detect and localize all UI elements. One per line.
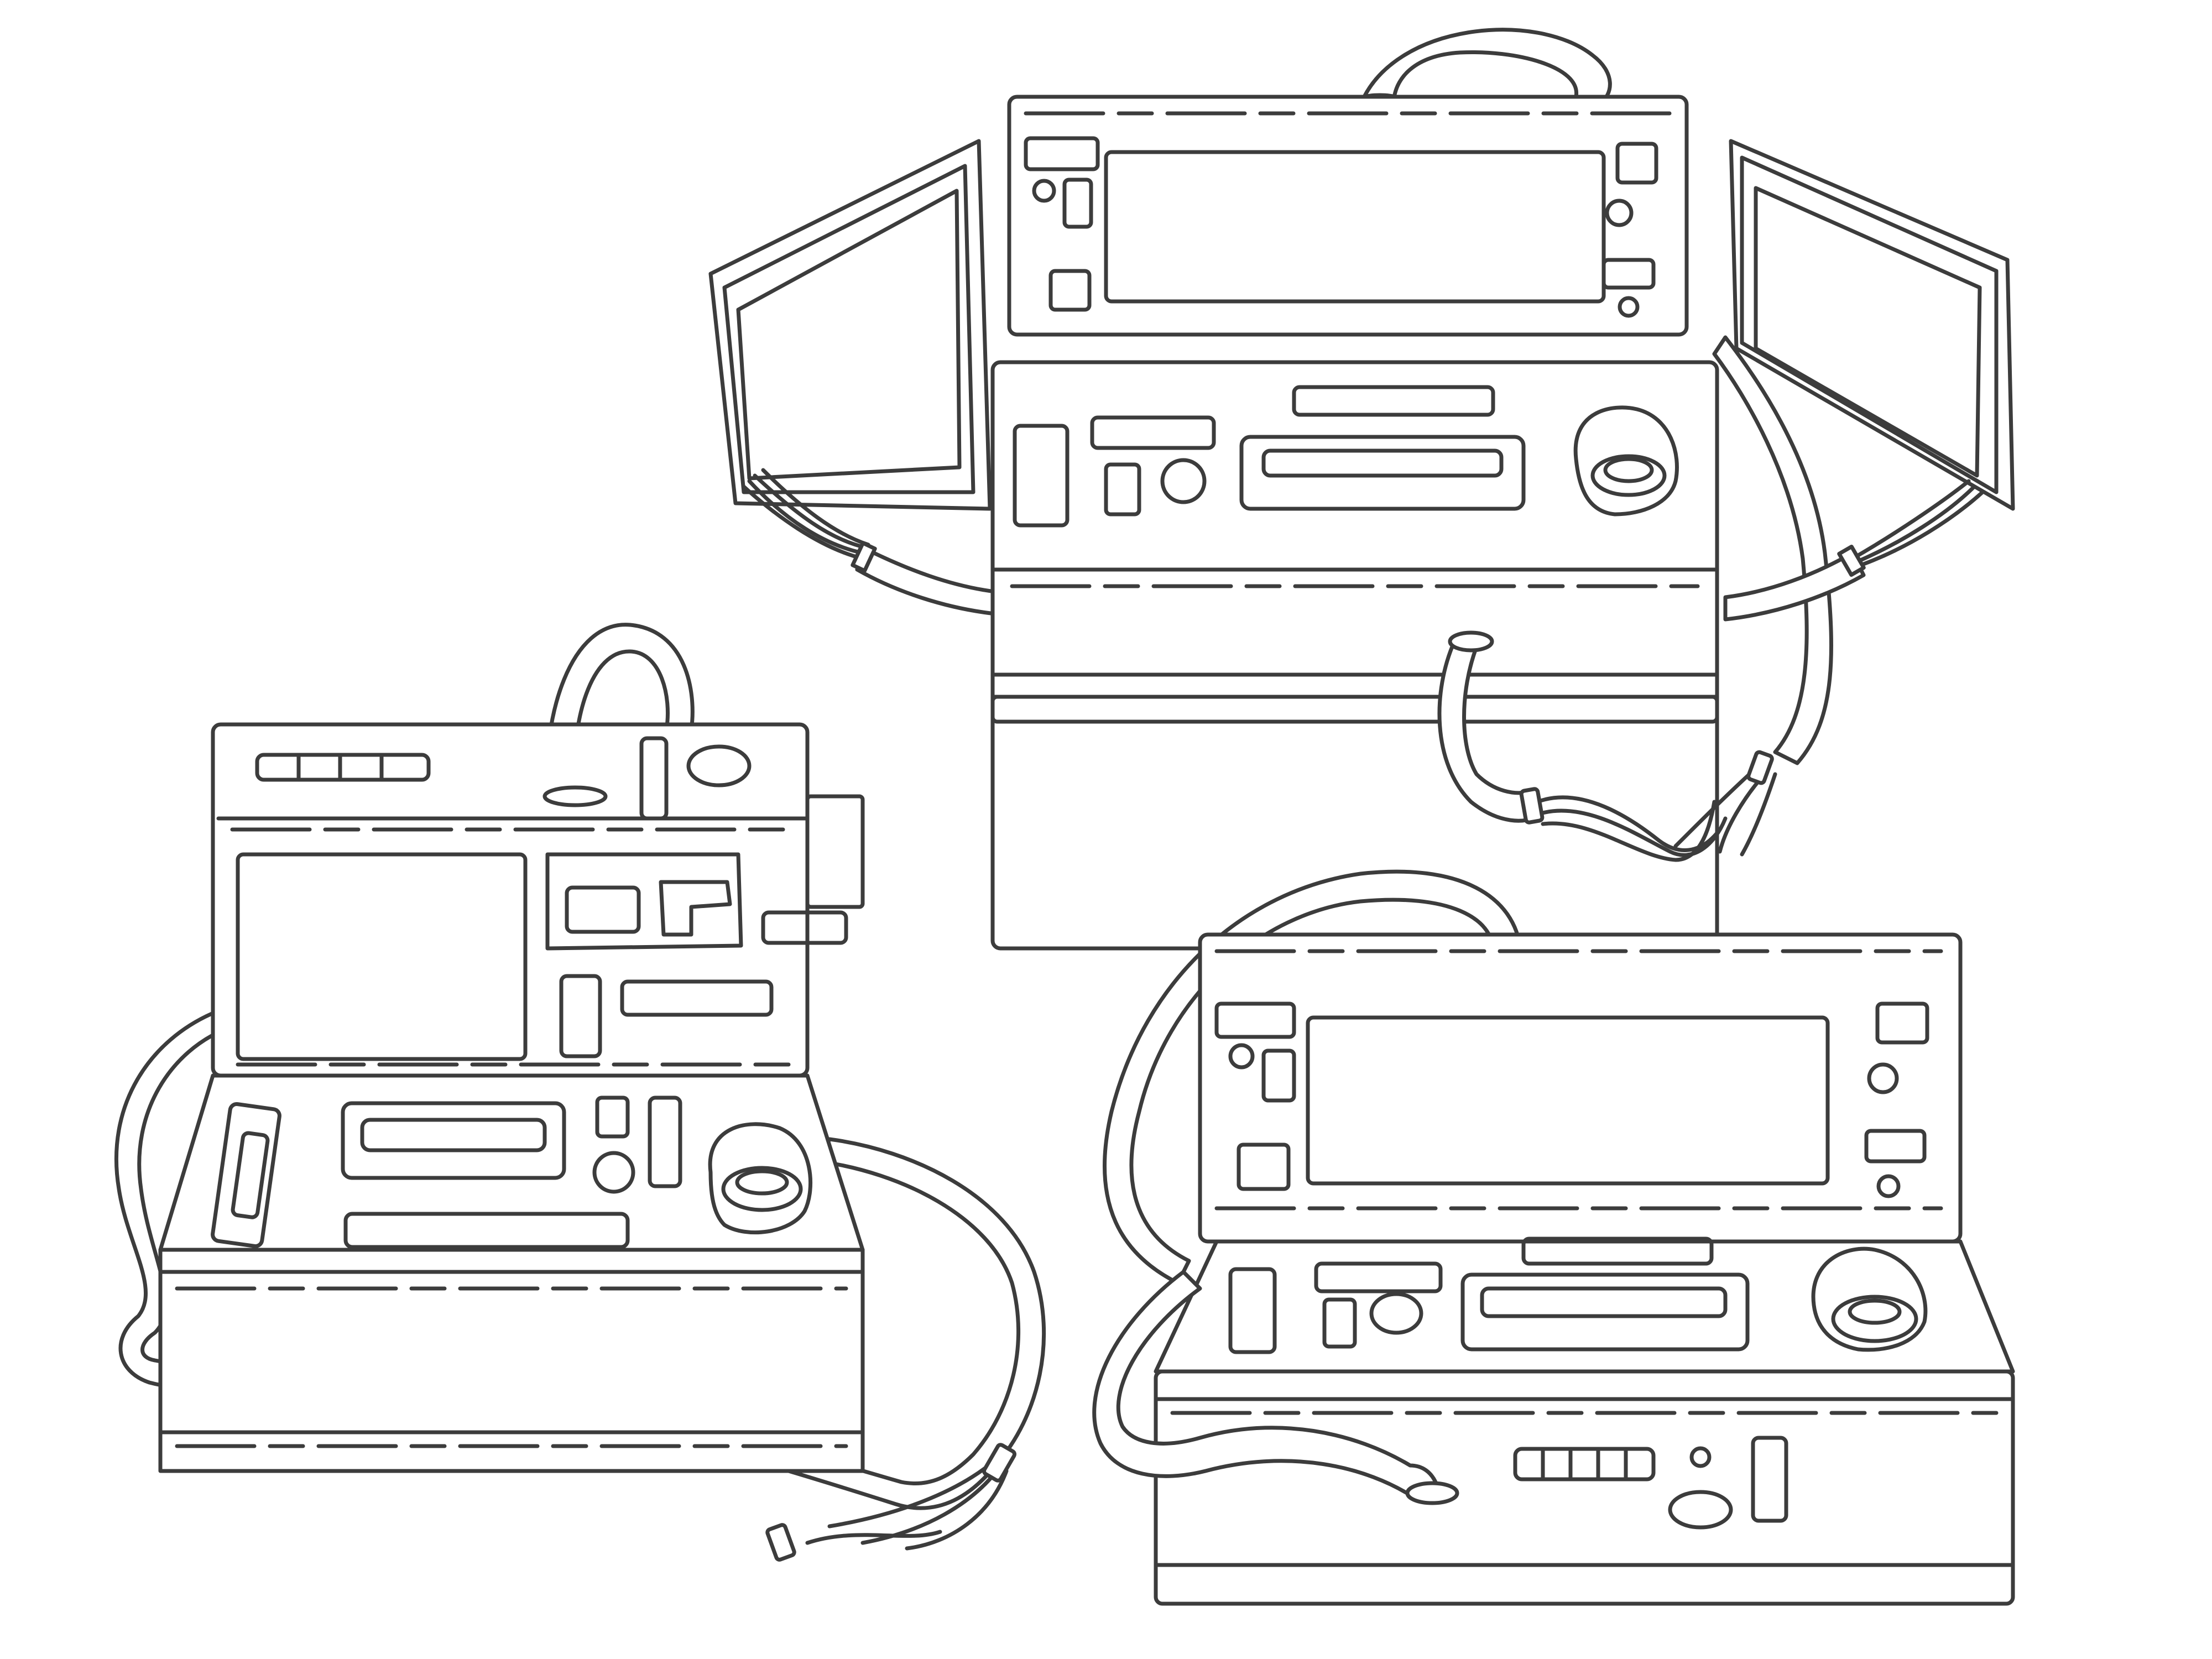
- button[interactable]: [595, 1095, 630, 1139]
- electrode-clip: [1746, 750, 1774, 785]
- device-bottom-right-front-cable: [1092, 1270, 1440, 1501]
- device-top-right: [708, 28, 2015, 951]
- paddle-right: [1729, 139, 2015, 566]
- button[interactable]: [211, 1102, 281, 1248]
- indicator-light: [1689, 1446, 1712, 1468]
- button[interactable]: [639, 736, 669, 821]
- paddle-right-cable: [1723, 551, 1866, 622]
- button[interactable]: [565, 885, 641, 934]
- button[interactable]: [1024, 136, 1100, 171]
- electrode-clip: [1519, 787, 1545, 825]
- device-bottom-left-keypad[interactable]: [255, 753, 431, 782]
- device-top-right-handle: [1358, 28, 1612, 107]
- paddle-left-clip: [851, 541, 877, 573]
- indicator-light: [1618, 296, 1640, 318]
- knob[interactable]: [686, 744, 752, 787]
- knob[interactable]: [1369, 1292, 1423, 1335]
- button[interactable]: [1864, 1129, 1927, 1164]
- device-bottom-right-display-slot: [1521, 1237, 1714, 1266]
- electrode-clip: [765, 1523, 796, 1562]
- button[interactable]: [1237, 1142, 1291, 1191]
- device-bottom-right-screen: [1306, 1015, 1830, 1186]
- button[interactable]: [343, 1212, 630, 1249]
- paddle-right-clip: [1837, 544, 1866, 577]
- dial[interactable]: [1590, 454, 1667, 497]
- button[interactable]: [1013, 424, 1070, 528]
- button[interactable]: [1601, 258, 1656, 290]
- device-bottom-left: [114, 623, 1046, 1562]
- device-bottom-right-body: [1154, 1369, 2015, 1606]
- device-bottom-left-printer: [341, 1101, 566, 1180]
- knob[interactable]: [1160, 458, 1207, 504]
- device-bottom-right: [1092, 869, 2015, 1606]
- indicator-light: [1876, 1174, 1901, 1198]
- button[interactable]: [1615, 142, 1658, 185]
- dial[interactable]: [1831, 1295, 1918, 1343]
- indicator-light: [1605, 199, 1634, 227]
- device-top-right-cable: [1712, 335, 1833, 765]
- button[interactable]: [1104, 462, 1141, 517]
- button[interactable]: [620, 979, 774, 1017]
- button[interactable]: [559, 974, 602, 1058]
- button[interactable]: [761, 910, 848, 945]
- button[interactable]: [1322, 1297, 1357, 1349]
- knob[interactable]: [592, 1151, 635, 1194]
- paddle-left-cable: [855, 545, 998, 616]
- knob[interactable]: [1668, 1490, 1733, 1530]
- device-top-right-screen: [1104, 150, 1606, 304]
- button[interactable]: [1062, 178, 1093, 229]
- indicator-light: [1228, 1043, 1255, 1070]
- button[interactable]: [1875, 1001, 1929, 1045]
- button[interactable]: [1261, 1048, 1296, 1103]
- button[interactable]: [1048, 269, 1092, 312]
- paddle-left: [708, 139, 992, 561]
- button[interactable]: [1228, 1267, 1277, 1354]
- device-top-right-printer: [1239, 435, 1526, 511]
- device-bottom-right-top-panel: [1198, 932, 1963, 1244]
- device-top-right-display-slot: [1292, 385, 1495, 417]
- device-bottom-left-screen: [236, 852, 528, 1061]
- device-top-right-top-panel: [1007, 95, 1689, 337]
- electrode-clip: [982, 1443, 1017, 1483]
- button[interactable]: [1214, 1001, 1296, 1039]
- button[interactable]: [1090, 415, 1216, 450]
- device-bottom-right-printer: [1460, 1272, 1750, 1352]
- device-bottom-right-keypad[interactable]: [1513, 1447, 1656, 1481]
- indicator-light: [1032, 179, 1056, 203]
- dial[interactable]: [721, 1166, 803, 1212]
- button[interactable]: [1314, 1261, 1443, 1293]
- indicator-light: [1867, 1062, 1899, 1094]
- button[interactable]: [1751, 1436, 1788, 1523]
- button[interactable]: [648, 1095, 682, 1188]
